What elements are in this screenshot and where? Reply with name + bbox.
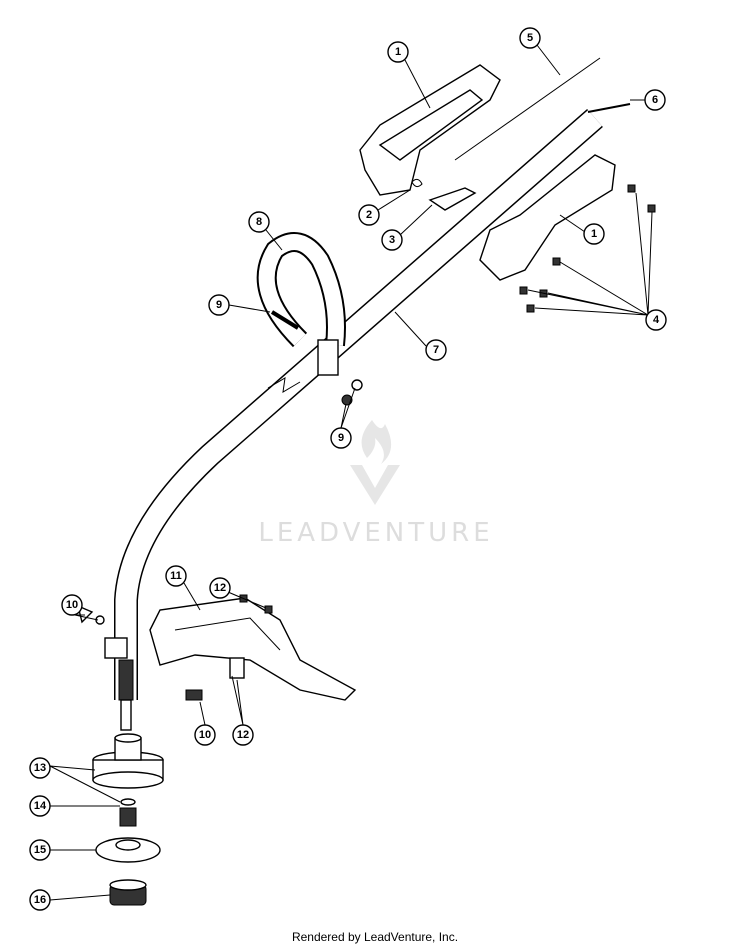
handle-lower-half — [479, 154, 616, 281]
svg-text:3: 3 — [389, 234, 395, 246]
callout-11: 11 — [165, 565, 187, 587]
svg-text:7: 7 — [433, 344, 439, 356]
svg-text:6: 6 — [652, 94, 658, 106]
callout-13: 13 — [29, 757, 51, 779]
leader-lines — [49, 44, 653, 901]
watermark-text: LEADVENTURE — [258, 518, 493, 548]
svg-text:15: 15 — [34, 844, 46, 856]
svg-text:1: 1 — [395, 46, 401, 58]
svg-text:10: 10 — [199, 729, 211, 741]
callout-15: 15 — [29, 839, 51, 861]
callout-9b: 9 — [330, 427, 352, 449]
callout-6: 6 — [644, 89, 666, 111]
svg-text:9: 9 — [216, 299, 222, 311]
callout-10b: 10 — [194, 724, 216, 746]
trigger — [428, 187, 477, 211]
callout-12b: 12 — [232, 724, 254, 746]
callout-16: 16 — [29, 889, 51, 911]
callout-2: 2 — [358, 204, 380, 226]
svg-text:11: 11 — [170, 570, 182, 582]
callout-1: 1 — [387, 41, 409, 63]
svg-text:14: 14 — [34, 800, 47, 812]
svg-text:4: 4 — [653, 314, 660, 326]
callout-1b: 1 — [583, 223, 605, 245]
svg-text:1: 1 — [591, 228, 597, 240]
callout-12: 12 — [209, 577, 231, 599]
callout-14: 14 — [29, 795, 51, 817]
shaft — [114, 103, 631, 731]
svg-text:12: 12 — [214, 582, 226, 594]
callout-5: 5 — [519, 27, 541, 49]
svg-text:10: 10 — [66, 599, 78, 611]
svg-text:9: 9 — [338, 432, 344, 444]
callout-3: 3 — [381, 229, 403, 251]
trimmer-head — [92, 733, 164, 906]
svg-text:5: 5 — [527, 32, 533, 44]
callout-4: 4 — [645, 309, 667, 331]
watermark-logo: LEADVENTURE — [258, 420, 493, 548]
trimmer-guard — [149, 597, 357, 701]
svg-text:16: 16 — [34, 894, 46, 906]
callout-9: 9 — [208, 294, 230, 316]
footer-credit: Rendered by LeadVenture, Inc. — [291, 930, 459, 944]
callout-7: 7 — [425, 339, 447, 361]
callout-8: 8 — [248, 211, 270, 233]
svg-text:13: 13 — [34, 762, 46, 774]
svg-text:12: 12 — [237, 729, 249, 741]
callout-10: 10 — [61, 594, 83, 616]
svg-text:2: 2 — [366, 209, 372, 221]
svg-text:8: 8 — [256, 216, 262, 228]
